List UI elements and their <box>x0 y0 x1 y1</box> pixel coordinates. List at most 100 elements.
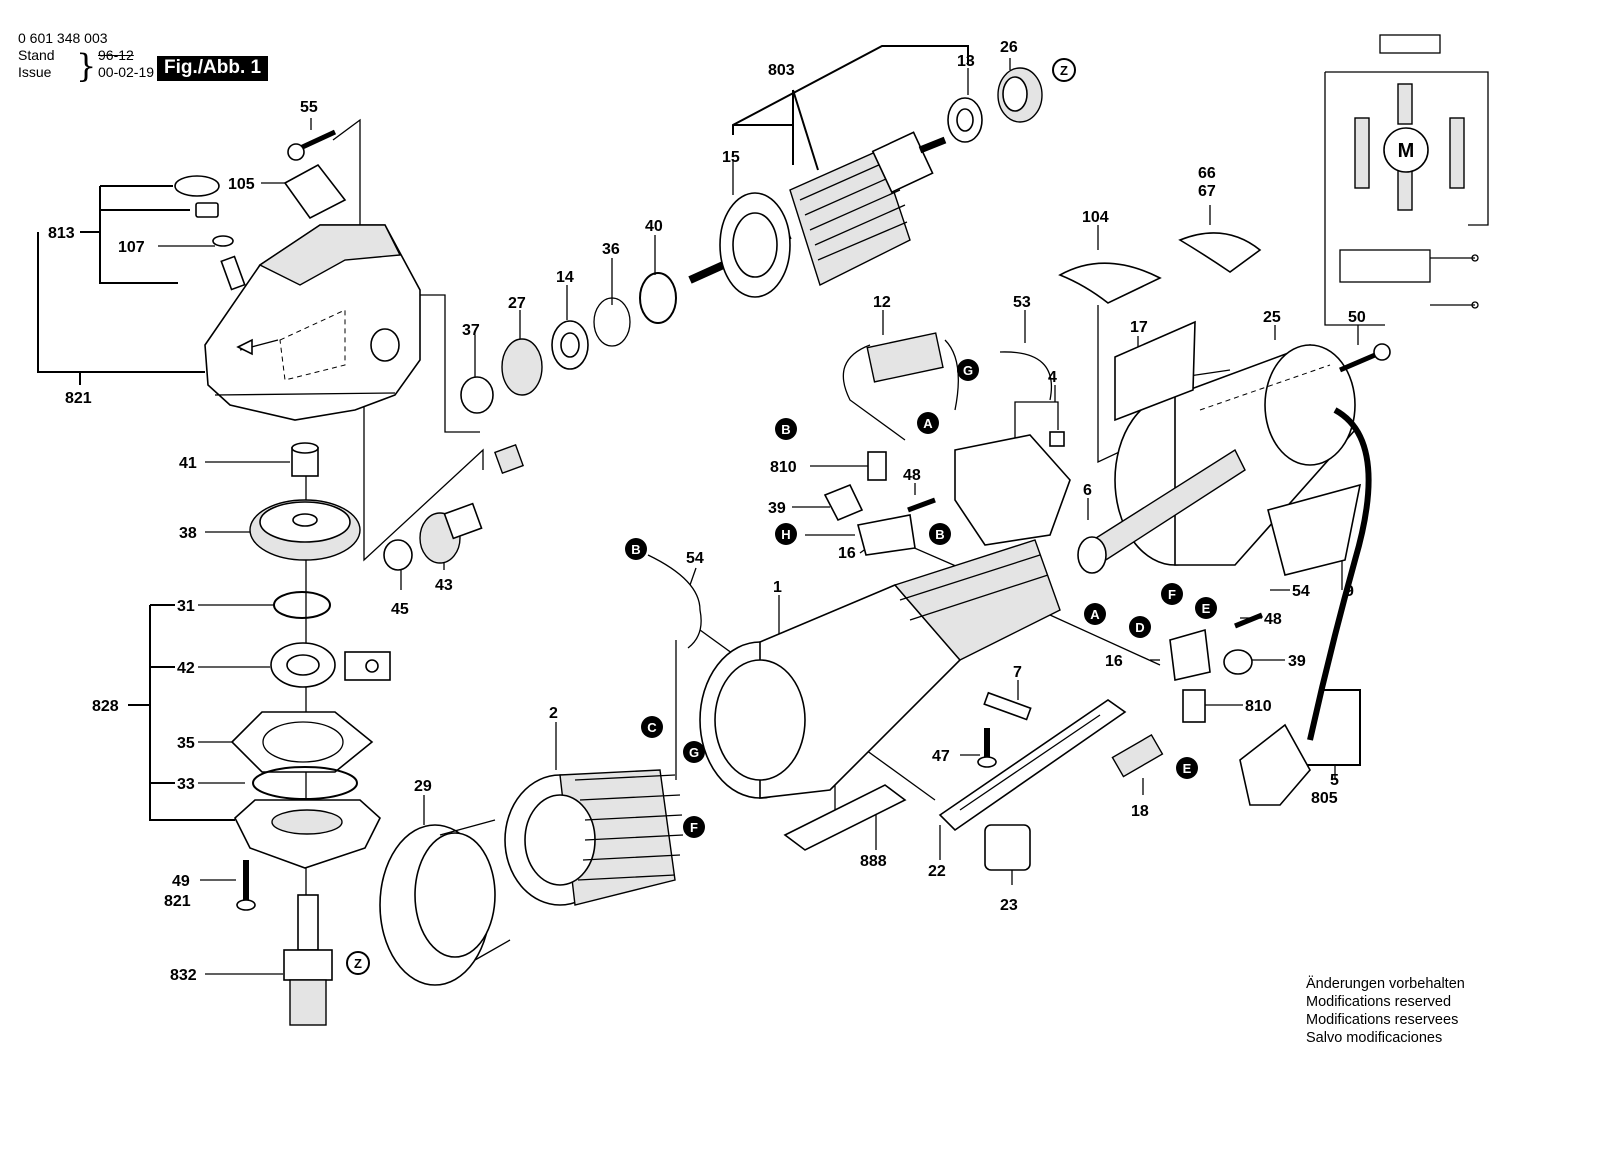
label-105: 105 <box>228 176 255 193</box>
circlip-40 <box>639 272 677 324</box>
callout-b-switch: B <box>929 523 951 545</box>
callout-b-wire: B <box>625 538 647 560</box>
label-6: 6 <box>1083 482 1092 499</box>
label-42: 42 <box>177 660 195 677</box>
modifications-notice: Änderungen vorbehalten Modifications res… <box>1306 975 1465 1047</box>
ring-27 <box>501 338 543 396</box>
label-38: 38 <box>179 525 197 542</box>
film-17 <box>1114 320 1196 422</box>
brush-810b <box>1182 689 1206 723</box>
label-40: 40 <box>645 218 663 235</box>
label-105 <box>283 163 347 220</box>
label-55: 55 <box>300 99 318 116</box>
holder-16a <box>857 514 916 556</box>
label-23: 23 <box>1000 897 1018 914</box>
label-821-top: 821 <box>65 390 92 407</box>
notice-es: Salvo modificaciones <box>1306 1030 1443 1046</box>
label-821-bottom: 821 <box>164 893 191 910</box>
label-803: 803 <box>768 62 795 79</box>
label-9: 9 <box>1345 583 1354 600</box>
svg-text:F: F <box>1168 587 1176 602</box>
label-43: 43 <box>435 577 453 594</box>
svg-text:B: B <box>631 542 640 557</box>
bearing-42 <box>270 642 391 688</box>
label-41: 41 <box>179 455 197 472</box>
label-14: 14 <box>556 269 574 286</box>
svg-text:A: A <box>923 416 933 431</box>
label-2: 2 <box>549 705 558 722</box>
armature-15 <box>688 131 947 298</box>
label-31: 31 <box>177 598 195 615</box>
film-104 <box>1058 262 1162 304</box>
bushing-41 <box>291 442 319 477</box>
svg-text:Z: Z <box>1060 63 1068 78</box>
label-25: 25 <box>1263 309 1281 326</box>
stand-label: Stand <box>18 47 55 63</box>
label-27: 27 <box>508 295 526 312</box>
label-48-right: 48 <box>1264 611 1282 628</box>
label-53: 53 <box>1013 294 1031 311</box>
label-813: 813 <box>48 225 75 242</box>
clip-39a <box>823 483 864 522</box>
callout-e-bottom: E <box>1176 757 1198 779</box>
screw-50 <box>1339 343 1391 373</box>
wire-54a <box>647 554 702 649</box>
notice-en: Modifications reserved <box>1306 994 1452 1010</box>
bearing-14 <box>551 320 589 370</box>
figure-badge: Fig./Abb. 1 <box>157 56 269 81</box>
callout-h: H <box>775 523 797 545</box>
label-29: 29 <box>414 778 432 795</box>
label-888: 888 <box>860 853 887 870</box>
label-67: 67 <box>1198 183 1216 200</box>
screw-47 <box>977 728 997 768</box>
label-5: 5 <box>1330 772 1339 789</box>
holder-16b <box>1169 628 1211 681</box>
stand-value: 96-12 <box>98 47 134 63</box>
svg-text:B: B <box>781 422 790 437</box>
label-49: 49 <box>172 873 190 890</box>
callout-z-top: Z <box>1052 58 1076 82</box>
ring-33 <box>252 766 358 800</box>
screw-48b <box>1234 612 1263 629</box>
label-810-left: 810 <box>770 459 797 476</box>
stator-2 <box>504 769 684 906</box>
label-104: 104 <box>1082 209 1109 226</box>
motor-letter: M <box>1398 140 1415 162</box>
callout-f-right: F <box>1161 583 1183 605</box>
block-37 <box>494 444 524 474</box>
slider-22 <box>938 699 1127 832</box>
pinion-43 <box>419 502 483 564</box>
bearing-flange <box>234 799 381 869</box>
clip-39b <box>1223 649 1253 675</box>
motor-housing-1 <box>699 539 1061 799</box>
label-45: 45 <box>391 601 409 618</box>
circlip-31 <box>273 591 331 619</box>
callout-b-top: B <box>775 418 797 440</box>
label-4: 4 <box>1048 369 1057 386</box>
label-16-right: 16 <box>1105 653 1123 670</box>
notice-de: Änderungen vorbehalten <box>1306 976 1465 992</box>
issue-value: 00-02-19 <box>98 64 155 80</box>
label-16-left: 16 <box>838 545 856 562</box>
gasket-35 <box>230 711 374 773</box>
label-107: 107 <box>118 239 145 256</box>
label-805: 805 <box>1311 790 1338 807</box>
seal-37 <box>460 376 494 414</box>
callout-a-top: A <box>917 412 939 434</box>
svg-text:D: D <box>1135 620 1144 635</box>
svg-text:G: G <box>689 745 699 760</box>
label-810-right: 810 <box>1245 698 1272 715</box>
label-828: 828 <box>92 698 119 715</box>
svg-text:H: H <box>781 527 790 542</box>
spindle-832 <box>283 894 333 1026</box>
gear-38 <box>249 499 361 561</box>
nut-45 <box>383 539 413 571</box>
screw-49 <box>236 860 256 911</box>
cap-813 <box>174 175 220 197</box>
label-47: 47 <box>932 748 950 765</box>
label-48-left: 48 <box>903 467 921 484</box>
label-39-right: 39 <box>1288 653 1306 670</box>
svg-text:Z: Z <box>354 956 362 971</box>
label-33: 33 <box>177 776 195 793</box>
